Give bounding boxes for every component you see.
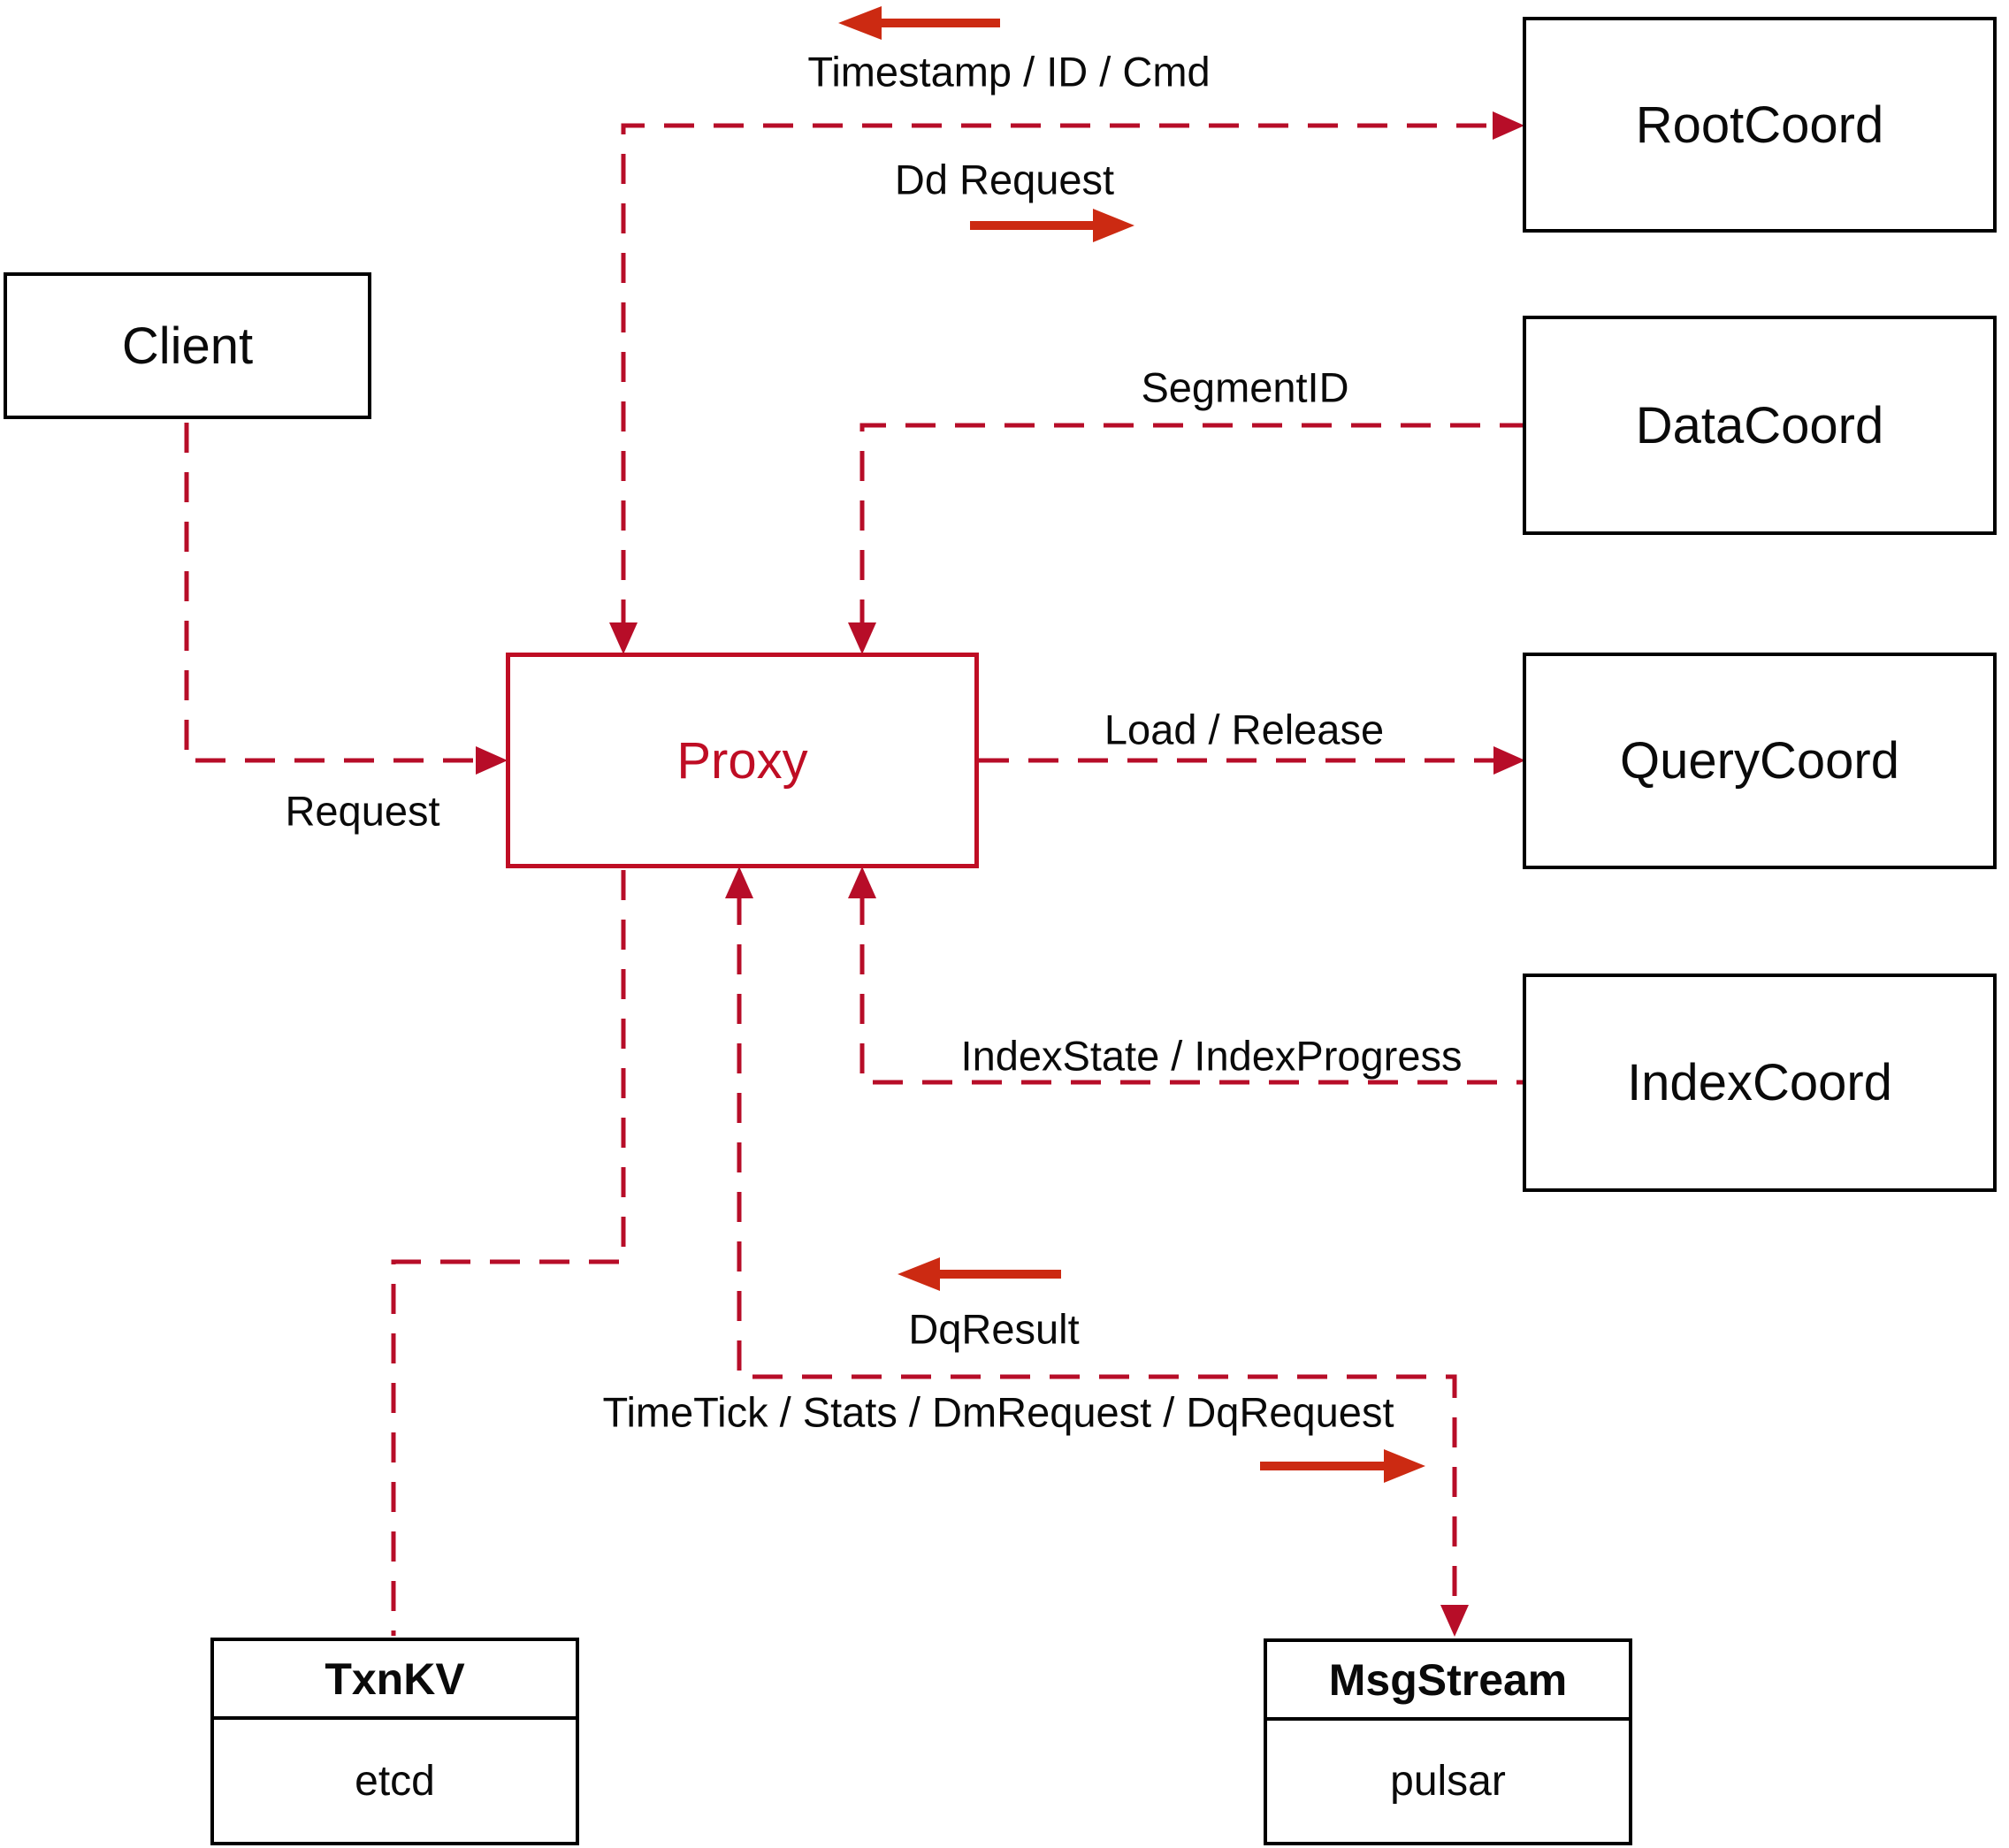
msgstream-impl: pulsar — [1390, 1758, 1506, 1805]
txnkv-impl: etcd — [355, 1757, 435, 1805]
edge-client-proxy — [184, 423, 508, 775]
arrow-dq-result-left — [898, 1257, 1061, 1291]
querycoord-node: QueryCoord — [1523, 653, 1997, 869]
edge-label-dd-request: Dd Request — [894, 156, 1115, 203]
proxy-node: Proxy — [506, 653, 979, 868]
datacoord-node: DataCoord — [1523, 316, 1997, 535]
querycoord-label: QueryCoord — [1620, 732, 1899, 790]
arrow-timestamp-left — [838, 6, 1000, 40]
edge-indexcoord-proxy — [848, 867, 1523, 1085]
proxy-label: Proxy — [676, 731, 808, 790]
edge-proxy-msgstream — [725, 867, 1469, 1637]
edge-proxy-querycoord — [979, 746, 1525, 775]
edge-proxy-txnkv — [391, 870, 626, 1636]
indexcoord-label: IndexCoord — [1627, 1054, 1892, 1111]
txnkv-node: TxnKV etcd — [210, 1638, 579, 1845]
edge-label-segment-id: SegmentID — [1141, 363, 1349, 411]
client-label: Client — [121, 317, 254, 375]
rootcoord-label: RootCoord — [1635, 95, 1884, 154]
edge-label-timestamp: Timestamp / ID / Cmd — [807, 48, 1211, 95]
rootcoord-node: RootCoord — [1523, 17, 1997, 233]
arrow-dd-request-right — [970, 209, 1134, 242]
edge-datacoord-proxy — [848, 423, 1523, 654]
datacoord-label: DataCoord — [1635, 396, 1884, 454]
edge-label-load-release: Load / Release — [1104, 706, 1385, 753]
client-node: Client — [4, 272, 371, 419]
msgstream-node: MsgStream pulsar — [1264, 1638, 1632, 1845]
edge-proxy-rootcoord — [609, 111, 1524, 654]
msgstream-title: MsgStream — [1267, 1642, 1629, 1721]
edge-label-time-tick: TimeTick / Stats / DmRequest / DqRequest — [602, 1388, 1394, 1436]
edge-label-dq-result: DqResult — [908, 1305, 1080, 1353]
indexcoord-node: IndexCoord — [1523, 974, 1997, 1192]
edge-label-index-state: IndexState / IndexProgress — [960, 1032, 1463, 1080]
arrow-time-tick-right — [1260, 1449, 1425, 1483]
edge-label-request: Request — [285, 787, 440, 835]
txnkv-title: TxnKV — [214, 1641, 576, 1720]
